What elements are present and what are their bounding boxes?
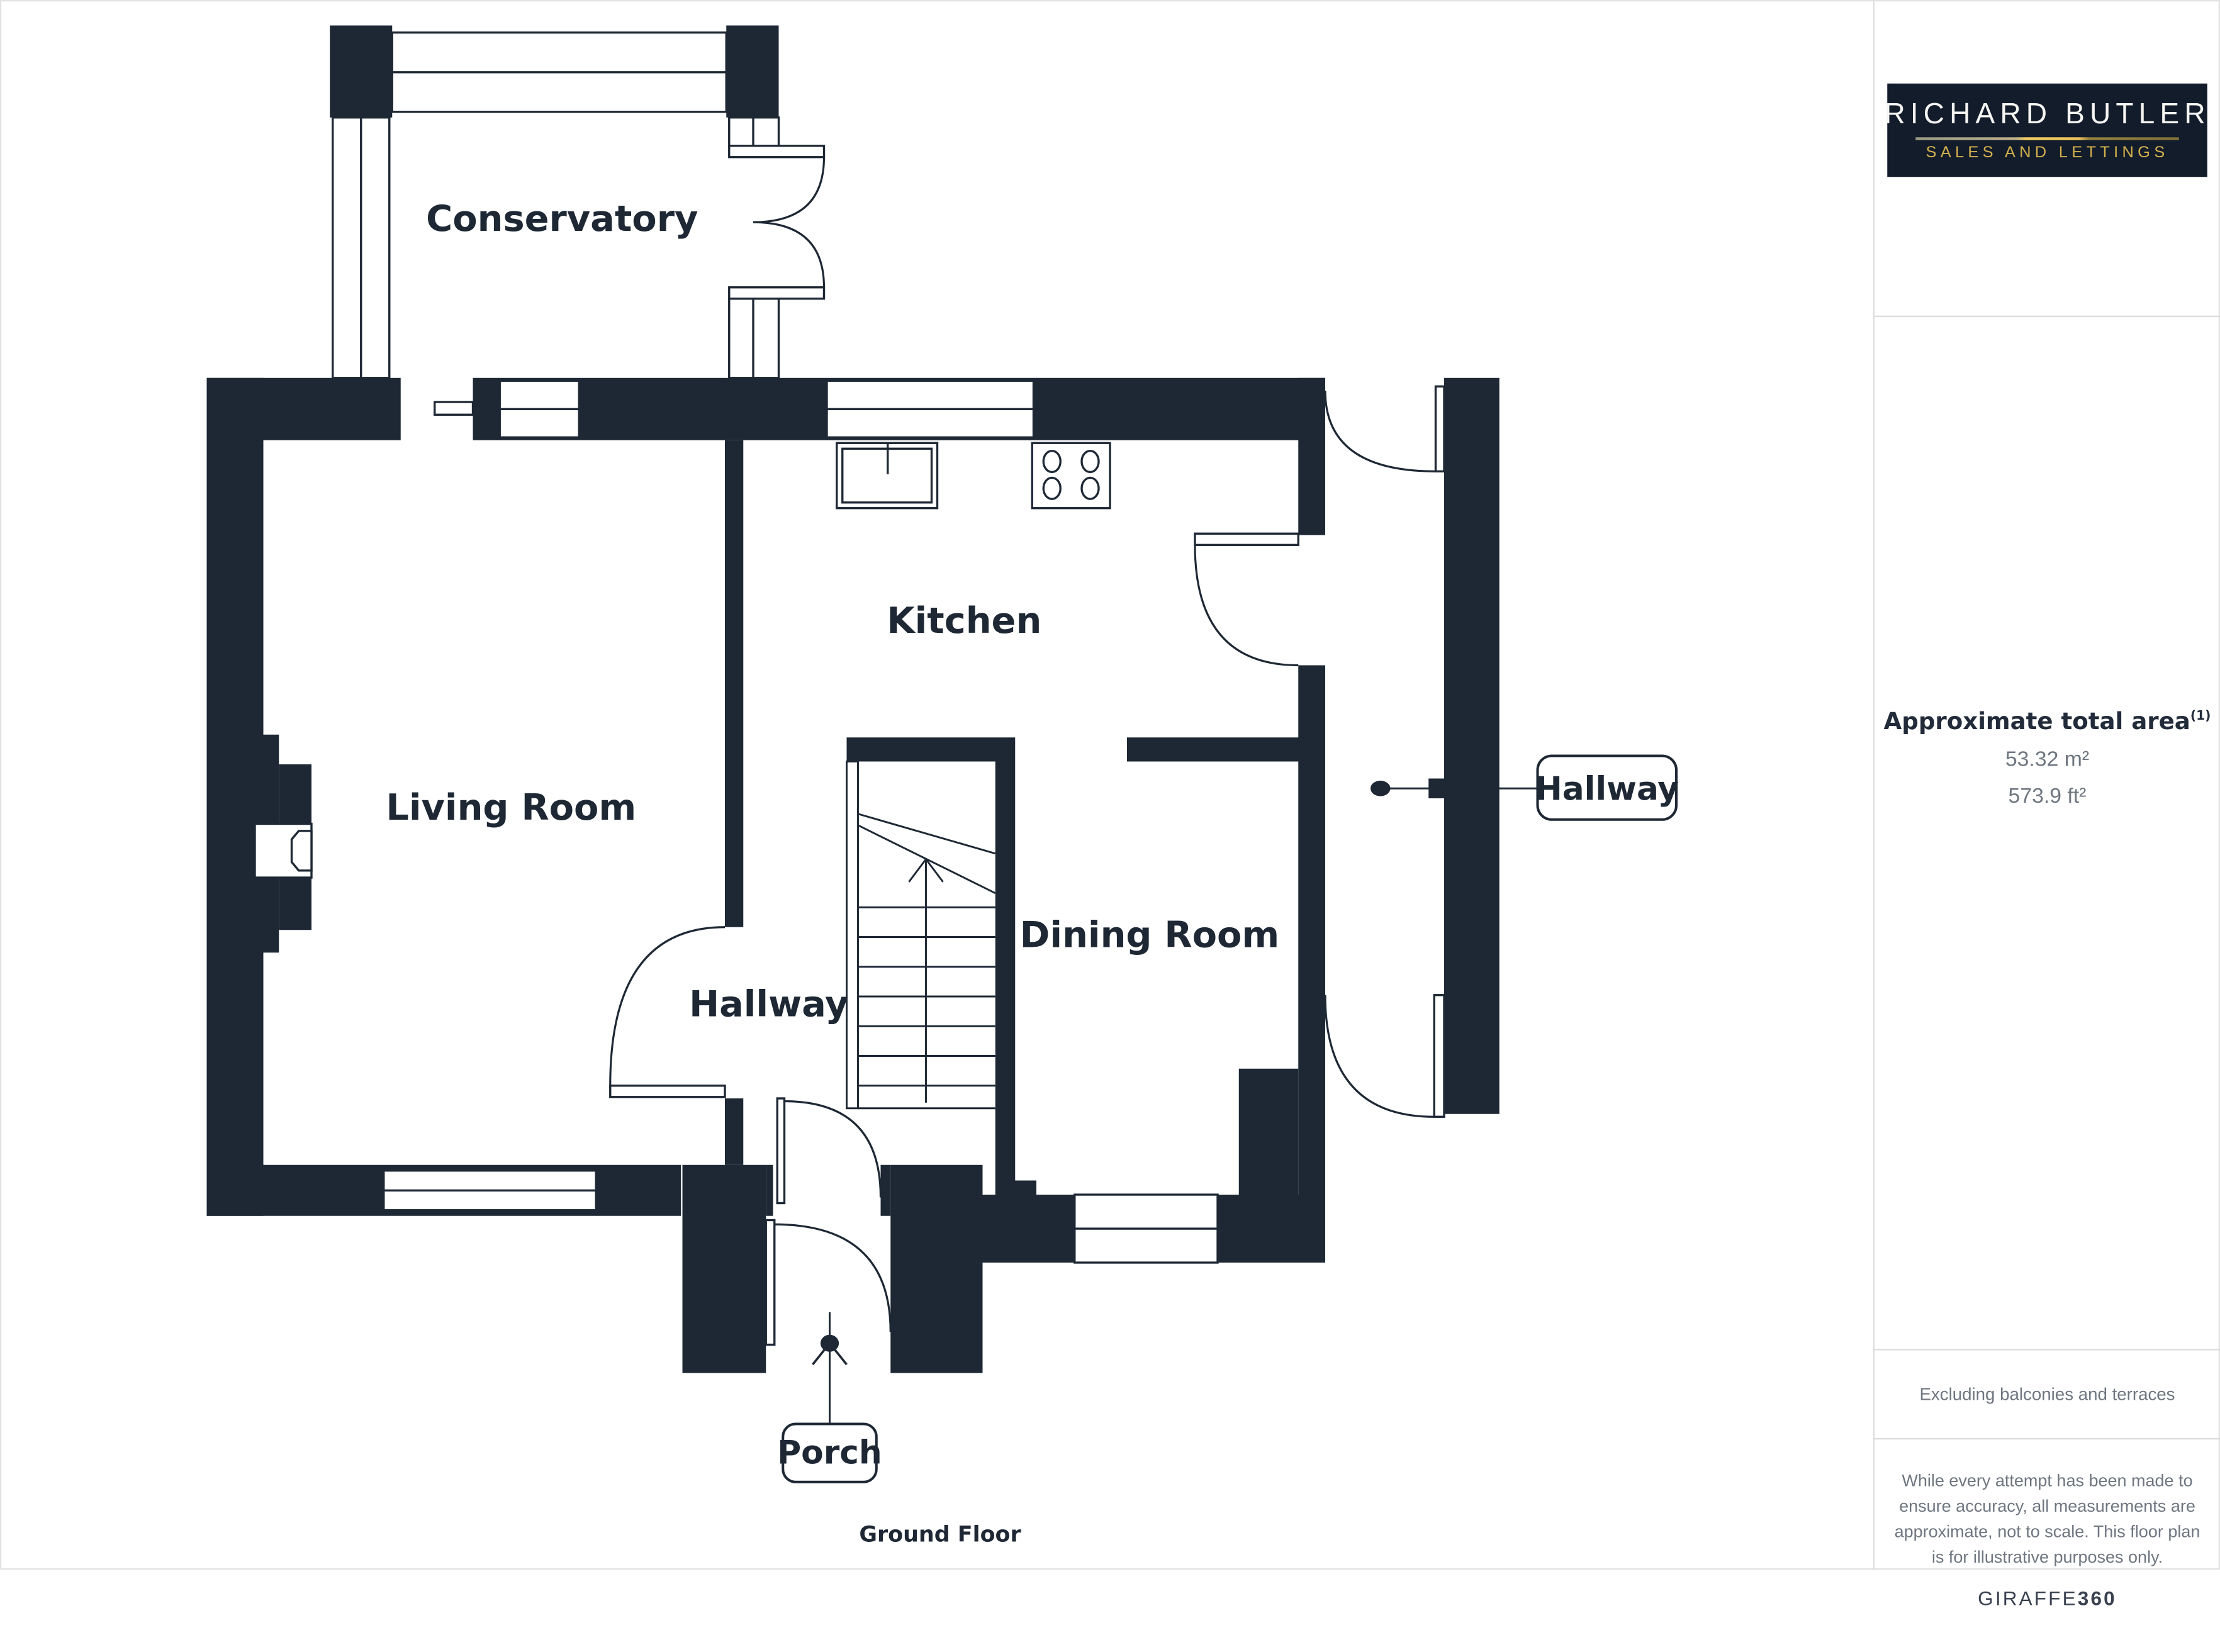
conservatory-label: Conservatory <box>426 198 698 240</box>
windows <box>332 31 1219 1264</box>
agency-logo-title: RICHARD BUTLER <box>1884 98 2211 131</box>
wall-kitchen-bottom-right <box>1127 737 1325 762</box>
inner-hall-door-arc <box>784 1100 882 1198</box>
sidebar-disclaimer-section: While every attempt has been made to ens… <box>1875 1438 2220 1652</box>
fireplace-icon <box>254 822 313 879</box>
stairs-break-line-1 <box>858 813 996 855</box>
area-summary: Approximate total area(1) 53.32 m² 573.9… <box>1875 708 2220 808</box>
conservatory-pillar-left <box>330 25 393 118</box>
wall-living-divider-stub <box>725 1098 744 1165</box>
french-door-leaf-top <box>728 145 826 159</box>
fireplace-insert <box>290 830 313 872</box>
porch-callout: Porch <box>777 1312 882 1483</box>
agency-logo-rule <box>1915 137 2179 141</box>
page: Hallway Porch Conservatory Kitchen Livin… <box>0 0 2220 1609</box>
agency-logo-subtitle: SALES AND LETTINGS <box>1926 145 2169 162</box>
french-door-leaf-bottom <box>728 286 826 300</box>
stairs-stringer <box>846 761 859 1110</box>
area-title: Approximate total area(1) <box>1875 708 2220 735</box>
area-title-text: Approximate total area <box>1883 708 2190 735</box>
french-door-arc-bottom <box>753 221 826 287</box>
area-title-superscript: (1) <box>2190 710 2211 724</box>
sidebar: RICHARD BUTLER SALES AND LETTINGS Approx… <box>1873 1 2220 1609</box>
stove-outline <box>1031 442 1111 510</box>
wall-stairs-foot <box>995 1180 1036 1195</box>
hallway-top-door-leaf <box>1434 385 1445 472</box>
hallway-bottom-door-leaf <box>1433 994 1445 1118</box>
stove-burner <box>1042 449 1062 474</box>
dining-room-label: Dining Room <box>1020 913 1279 956</box>
porch-door-jamb-right <box>880 1164 891 1216</box>
kitchen-label: Kitchen <box>887 600 1041 642</box>
kitchen-door-arc <box>1194 545 1299 667</box>
french-door-arc-top <box>753 157 826 223</box>
hallway-callout-label: Hallway <box>1535 770 1679 808</box>
hallway-callout: Hallway <box>1371 754 1679 821</box>
wall-stairs-east <box>995 761 1016 1181</box>
stairs-up-arrow <box>908 857 944 883</box>
conservatory-pillar-right <box>726 25 779 118</box>
excluding-note: Excluding balconies and terraces <box>1919 1384 2175 1405</box>
area-metric-value: 53.32 m² <box>2005 747 2090 772</box>
floor-plan-drawing: Hallway Porch Conservatory Kitchen Livin… <box>206 25 1679 1548</box>
conservatory-door-leaf <box>434 401 474 416</box>
stove-burner <box>1080 476 1100 500</box>
wall-hallway-far <box>1444 377 1500 1114</box>
wall-top <box>206 377 1325 440</box>
wall-living-divider <box>725 440 744 927</box>
porch-callout-box <box>782 1422 878 1483</box>
porch-wall-right <box>890 1164 983 1373</box>
doors <box>434 145 1445 1346</box>
hallway-callout-box <box>1536 754 1678 821</box>
living-door-arc <box>609 926 726 1086</box>
sidebar-logo-section: RICHARD BUTLER SALES AND LETTINGS <box>1875 83 2220 316</box>
giraffe360-logo: GIRAFFE360 <box>1875 1587 2220 1609</box>
sink-icon <box>836 442 939 510</box>
living-door-leaf <box>609 1085 726 1098</box>
wall-left <box>206 377 264 1216</box>
inner-hall-door-leaf <box>776 1097 786 1205</box>
stairs-icon <box>846 761 996 1110</box>
stove-burner <box>1042 476 1062 500</box>
porch-door-leaf <box>765 1219 776 1346</box>
kitchen-door-leaf <box>1194 532 1299 546</box>
hallway-inner-label: Hallway <box>689 983 848 1025</box>
stove-burner <box>1080 449 1100 474</box>
room-labels: Conservatory Kitchen Living Room Dining … <box>386 198 1279 1548</box>
disclaimer-text: While every attempt has been made to ens… <box>1894 1470 2200 1567</box>
hallway-top-door-arc <box>1324 390 1436 472</box>
agency-logo: RICHARD BUTLER SALES AND LETTINGS <box>1884 83 2211 177</box>
floor-name-label: Ground Floor <box>859 1522 1021 1547</box>
stove-icon <box>1031 442 1111 510</box>
porch-label: Porch <box>777 1434 882 1472</box>
porch-wall-left <box>682 1164 766 1373</box>
hallway-leader-dot <box>1371 780 1391 796</box>
porch-leader-dot <box>820 1334 839 1352</box>
wall-right-upper <box>1298 377 1325 535</box>
wall-kitchen-bottom-left <box>846 737 1016 762</box>
hallway-bottom-door-arc <box>1324 995 1435 1118</box>
floor-plan: Hallway Porch Conservatory Kitchen Livin… <box>1 1 1873 1570</box>
area-imperial-value: 573.9 ft² <box>2008 784 2087 808</box>
giraffe360-name: GIRAFFE <box>1978 1587 2078 1610</box>
living-room-label: Living Room <box>386 786 636 829</box>
porch-door-jamb-left <box>766 1164 773 1216</box>
giraffe360-suffix: 360 <box>2077 1587 2117 1610</box>
sidebar-area-section: Approximate total area(1) 53.32 m² 573.9… <box>1875 315 2220 1349</box>
wall-pier-dining <box>1238 1068 1299 1263</box>
porch-door-arc <box>774 1223 892 1332</box>
porch-door-opening <box>773 1163 881 1217</box>
sidebar-excluding-section: Excluding balconies and terraces <box>1875 1349 2220 1438</box>
